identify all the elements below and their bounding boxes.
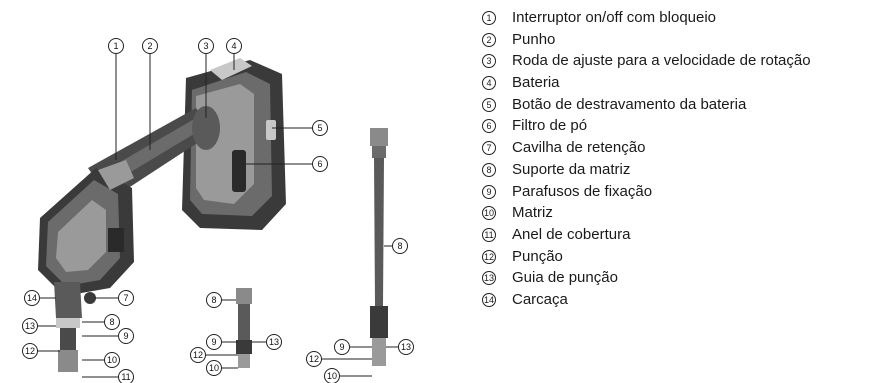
legend-item: 9 Parafusos de fixação: [480, 183, 885, 205]
callout-5: 5: [312, 120, 328, 136]
svg-text:13: 13: [401, 342, 411, 352]
callout-9-small: 9: [206, 334, 222, 350]
svg-text:12: 12: [25, 346, 35, 356]
callout-13: 13: [22, 318, 38, 334]
small-die-holder-drawing: [236, 288, 252, 368]
callout-10-small: 10: [206, 360, 222, 376]
svg-text:10: 10: [107, 355, 117, 365]
legend-number: 13: [482, 271, 496, 286]
legend-number: 9: [482, 184, 496, 199]
legend-item: 12 Punção: [480, 248, 885, 270]
svg-text:12: 12: [193, 350, 203, 360]
callout-8-long: 8: [392, 238, 408, 254]
callout-6: 6: [312, 156, 328, 172]
legend-label: Cavilha de retenção: [512, 139, 646, 157]
legend-item: 10 Matriz: [480, 204, 885, 226]
legend-number: 6: [482, 119, 496, 134]
legend-item: 2 Punho: [480, 31, 885, 53]
legend-label: Matriz: [512, 204, 553, 222]
legend-label: Carcaça: [512, 290, 568, 308]
legend-label: Filtro de pó: [512, 117, 588, 135]
callout-13-small: 13: [266, 334, 282, 350]
legend-label: Guia de punção: [512, 269, 618, 287]
legend-number: 7: [482, 141, 496, 156]
legend-item: 4 Bateria: [480, 74, 885, 96]
legend-label: Bateria: [512, 74, 560, 92]
svg-text:13: 13: [269, 337, 279, 347]
callout-10: 10: [104, 352, 120, 368]
legend-label: Botão de destravamento da bateria: [512, 95, 747, 113]
callout-2: 2: [142, 38, 158, 54]
legend-label: Anel de cobertura: [512, 225, 631, 243]
svg-text:7: 7: [123, 293, 128, 303]
nibbler-tool-drawing: [38, 58, 286, 372]
svg-text:8: 8: [109, 317, 114, 327]
callout-7: 7: [118, 290, 134, 306]
legend-label: Roda de ajuste para a velocidade de rota…: [512, 52, 811, 70]
legend-number: 14: [482, 292, 496, 307]
svg-text:12: 12: [309, 354, 319, 364]
callout-11: 11: [118, 369, 134, 383]
leader-lines: [38, 54, 398, 378]
svg-text:13: 13: [25, 321, 35, 331]
legend-number: 12: [482, 249, 496, 264]
legend-number: 11: [482, 227, 496, 242]
svg-text:1: 1: [113, 41, 118, 51]
legend-number: 3: [482, 54, 496, 69]
svg-text:11: 11: [121, 372, 130, 382]
legend-item: 1 Interruptor on/off com bloqueio: [480, 9, 885, 31]
svg-text:6: 6: [317, 159, 322, 169]
legend-number: 5: [482, 97, 496, 112]
svg-text:14: 14: [27, 293, 37, 303]
svg-text:8: 8: [211, 295, 216, 305]
legend-item: 7 Cavilha de retenção: [480, 139, 885, 161]
legend-item: 5 Botão de destravamento da bateria: [480, 96, 885, 118]
callout-12-long: 12: [306, 351, 322, 367]
svg-text:2: 2: [147, 41, 152, 51]
legend-number: 2: [482, 32, 496, 47]
callout-1: 1: [108, 38, 124, 54]
svg-text:10: 10: [327, 371, 337, 381]
callout-10-long: 10: [324, 368, 340, 383]
legend-item: 8 Suporte da matriz: [480, 161, 885, 183]
legend-number: 4: [482, 76, 496, 91]
callout-12: 12: [22, 343, 38, 359]
legend-number: 10: [482, 206, 496, 221]
svg-text:3: 3: [203, 41, 208, 51]
legend-item: 3 Roda de ajuste para a velocidade de rot…: [480, 52, 885, 74]
callout-14: 14: [24, 290, 40, 306]
callout-9: 9: [118, 328, 134, 344]
callout-12-small: 12: [190, 347, 206, 363]
svg-text:9: 9: [123, 331, 128, 341]
svg-text:8: 8: [397, 241, 402, 251]
svg-text:9: 9: [211, 337, 216, 347]
callout-4: 4: [226, 38, 242, 54]
legend-item: 13 Guia de punção: [480, 269, 885, 291]
legend-item: 14 Carcaça: [480, 291, 885, 313]
legend-number: 1: [482, 11, 496, 25]
callout-9-long: 9: [334, 339, 350, 355]
svg-text:4: 4: [231, 41, 236, 51]
legend-label: Punho: [512, 30, 556, 48]
legend-number: 8: [482, 162, 496, 177]
svg-text:10: 10: [209, 363, 219, 373]
long-die-holder-drawing: [370, 128, 388, 366]
legend-label: Punção: [512, 247, 563, 265]
callout-8-small: 8: [206, 292, 222, 308]
legend-label: Interruptor on/off com bloqueio: [512, 9, 717, 26]
svg-text:5: 5: [317, 123, 322, 133]
callout-8: 8: [104, 314, 120, 330]
tool-illustration: 1 2 3 4 5 6 7 8 9 10 11 14 13 12 8 9 13 …: [22, 38, 414, 383]
callout-3: 3: [198, 38, 214, 54]
callout-13-long: 13: [398, 339, 414, 355]
legend-label: Suporte da matriz: [512, 160, 631, 178]
legend-item: 11 Anel de cobertura: [480, 226, 885, 248]
svg-text:9: 9: [339, 342, 344, 352]
legend-label: Parafusos de fixação: [512, 182, 653, 200]
legend-item: 6 Filtro de pó: [480, 117, 885, 139]
